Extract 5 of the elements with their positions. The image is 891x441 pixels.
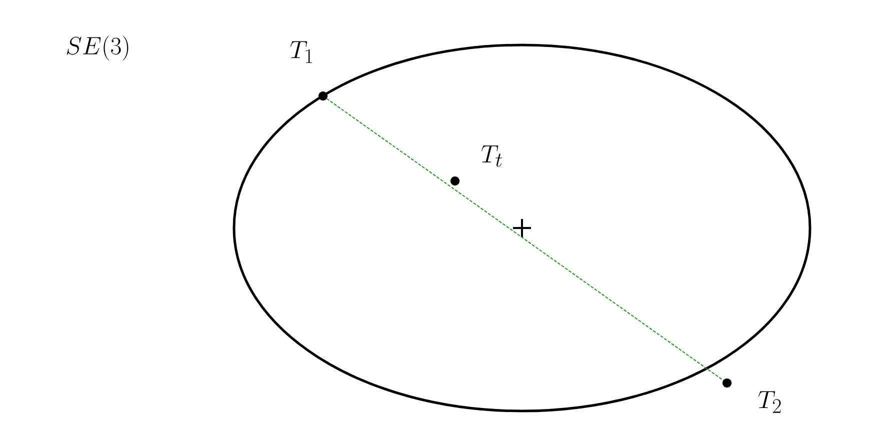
point-label: $T_2$	[758, 391, 781, 413]
point-label: $T_1$	[290, 41, 312, 63]
space-label: $SE(3)$	[66, 36, 128, 60]
point-label: $T_t$	[482, 146, 502, 167]
dashed-line	[326, 98, 724, 381]
